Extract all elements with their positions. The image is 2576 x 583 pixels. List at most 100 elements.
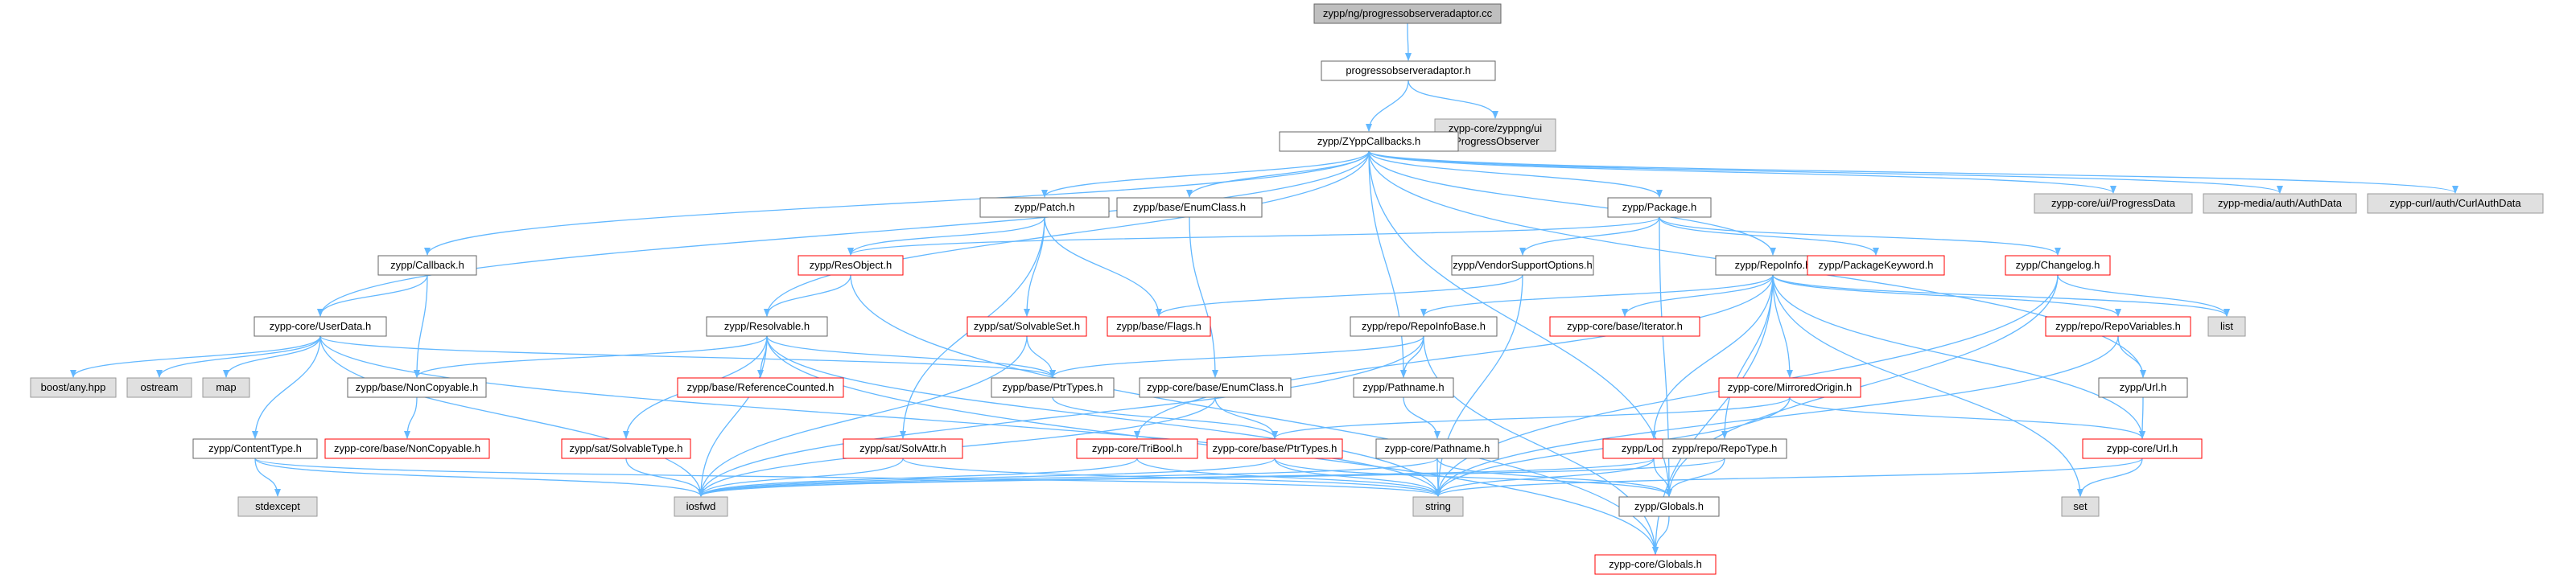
node-uipd: zypp-core/ui/ProgressData — [2034, 193, 2193, 214]
node-ssset[interactable]: zypp/sat/SolvableSet.h — [967, 316, 1087, 337]
node-bflags[interactable]: zypp/base/Flags.h — [1107, 316, 1211, 337]
node-box — [674, 496, 728, 517]
node-map: map — [202, 377, 250, 398]
node-label: zypp-core/ui/ProgressData — [2051, 197, 2176, 209]
node-box — [979, 197, 1110, 218]
node-label: zypp-core/base/EnumClass.h — [1147, 381, 1284, 393]
edge-locale-to-globals — [1653, 458, 1672, 497]
node-resolv[interactable]: zypp/Resolvable.h — [706, 316, 828, 337]
node-label: zypp-core/MirroredOrigin.h — [1728, 381, 1853, 393]
node-label: zypp/base/EnumClass.h — [1133, 201, 1246, 213]
node-label: zypp/ng/progressobserveradaptor.cc — [1323, 7, 1493, 19]
node-poa[interactable]: progressobserveradaptor.h — [1321, 60, 1496, 81]
node-mirr[interactable]: zypp-core/MirroredOrigin.h — [1718, 377, 1861, 398]
node-url[interactable]: zypp/Url.h — [2098, 377, 2188, 398]
edge-resolv-to-bnoncp — [414, 335, 768, 378]
node-pathn[interactable]: zypp/Pathname.h — [1353, 377, 1454, 398]
node-sattr[interactable]: zypp/sat/SolvAttr.h — [843, 438, 963, 459]
node-resobj[interactable]: zypp/ResObject.h — [798, 255, 904, 276]
node-sstype[interactable]: zypp/sat/SolvableType.h — [561, 438, 691, 459]
node-curl[interactable]: zypp-core/Url.h — [2082, 438, 2203, 459]
node-brc[interactable]: zypp/base/ReferenceCounted.h — [677, 377, 844, 398]
edge-pkg-to-vso — [1519, 216, 1660, 256]
node-pkw[interactable]: zypp/PackageKeyword.h — [1807, 255, 1945, 276]
node-label: zypp/ResObject.h — [810, 259, 892, 271]
edge-benum-to-cenum — [1189, 216, 1218, 378]
edge-tribool-to-iosfwd — [698, 458, 1138, 497]
node-bnoncp[interactable]: zypp/base/NonCopyable.h — [347, 377, 487, 398]
edge-pathn-to-cpathn — [1403, 396, 1440, 439]
node-mauth: zypp-media/auth/AuthData — [2203, 193, 2357, 214]
node-cbnoncp[interactable]: zypp-core/base/NonCopyable.h — [324, 438, 490, 459]
node-box — [1807, 255, 1945, 276]
edge-zcb-to-patch — [1041, 150, 1370, 198]
node-benum[interactable]: zypp/base/EnumClass.h — [1116, 197, 1263, 218]
edge-rrib-to-bptr — [1049, 335, 1424, 378]
node-cglobals[interactable]: zypp-core/Globals.h — [1594, 554, 1717, 575]
edge-repoinfo-to-set — [1772, 274, 2083, 497]
node-vso[interactable]: zypp/VendorSupportOptions.h — [1451, 255, 1594, 276]
node-iosfwd: iosfwd — [674, 496, 728, 517]
node-label: zypp/base/Flags.h — [1116, 320, 1201, 332]
node-rvars[interactable]: zypp/repo/RepoVariables.h — [2045, 316, 2191, 337]
node-label: zypp/Pathname.h — [1362, 381, 1444, 393]
node-label: map — [216, 381, 236, 393]
node-box — [202, 377, 250, 398]
edge-zcb-to-mauth — [1368, 150, 2283, 194]
edge-ctype-to-iosfwd — [254, 458, 704, 497]
node-cpathn[interactable]: zypp-core/Pathname.h — [1375, 438, 1499, 459]
node-box — [2061, 496, 2100, 517]
node-patch[interactable]: zypp/Patch.h — [979, 197, 1110, 218]
node-cb[interactable]: zypp/Callback.h — [377, 255, 477, 276]
node-box — [1321, 60, 1496, 81]
node-chlog[interactable]: zypp/Changelog.h — [2005, 255, 2111, 276]
node-label: zypp-core/Url.h — [2107, 442, 2178, 454]
edge-ssset-to-iosfwd — [698, 335, 1028, 497]
node-ctype[interactable]: zypp/ContentType.h — [192, 438, 318, 459]
node-box — [253, 316, 387, 337]
edge-cbptr-to-globals — [1274, 458, 1672, 497]
node-box — [2367, 193, 2544, 214]
node-iter[interactable]: zypp-core/base/Iterator.h — [1549, 316, 1700, 337]
node-ostream: ostream — [126, 377, 192, 398]
edge-cb-to-userdata — [317, 274, 428, 317]
edge-cpathn-to-iosfwd — [698, 458, 1438, 497]
node-label: boost/any.hpp — [41, 381, 106, 393]
node-box — [1353, 377, 1454, 398]
edge-zcb-to-uipd — [1368, 150, 2116, 194]
node-box — [324, 438, 490, 459]
edge-bptr-to-cbptr — [1052, 396, 1278, 439]
node-tribool[interactable]: zypp-core/TriBool.h — [1076, 438, 1198, 459]
edge-repoinfo-to-mirr — [1772, 274, 1793, 378]
node-globals[interactable]: zypp/Globals.h — [1618, 496, 1720, 517]
node-label: zypp/Resolvable.h — [724, 320, 810, 332]
node-zcb[interactable]: zypp/ZYppCallbacks.h — [1279, 131, 1459, 152]
node-box — [967, 316, 1087, 337]
node-label: zypp/VendorSupportOptions.h — [1453, 259, 1592, 271]
edge-zcb-to-cb — [424, 150, 1370, 256]
node-box — [2207, 316, 2246, 337]
edge-userdata-to-ctype — [252, 335, 321, 439]
node-userdata[interactable]: zypp-core/UserData.h — [253, 316, 387, 337]
node-label: stdexcept — [255, 500, 300, 512]
node-rtype[interactable]: zypp/repo/RepoType.h — [1662, 438, 1787, 459]
edge-repoinfo-to-rrib — [1420, 274, 1774, 317]
node-root[interactable]: zypp/ng/progressobserveradaptor.cc — [1313, 3, 1502, 24]
node-box — [1607, 197, 1712, 218]
node-cenum[interactable]: zypp-core/base/EnumClass.h — [1139, 377, 1292, 398]
node-label: zypp-curl/auth/CurlAuthData — [2389, 197, 2521, 209]
edge-zcb-to-cauth — [1368, 150, 2459, 194]
node-bptr[interactable]: zypp/base/PtrTypes.h — [991, 377, 1115, 398]
node-label: zypp/sat/SolvableSet.h — [974, 320, 1080, 332]
edge-vso-to-bflags — [1156, 274, 1523, 317]
node-box — [1718, 377, 1861, 398]
node-pkg[interactable]: zypp/Package.h — [1607, 197, 1712, 218]
node-box — [1618, 496, 1720, 517]
node-label: zypp/base/PtrTypes.h — [1002, 381, 1103, 393]
node-cbptr[interactable]: zypp-core/base/PtrTypes.h — [1206, 438, 1343, 459]
node-label: zypp/base/NonCopyable.h — [356, 381, 479, 393]
node-rrib[interactable]: zypp/repo/RepoInfoBase.h — [1350, 316, 1498, 337]
node-box — [1350, 316, 1498, 337]
node-label: zypp/ContentType.h — [208, 442, 302, 454]
edge-cbptr-to-string — [1274, 458, 1441, 497]
